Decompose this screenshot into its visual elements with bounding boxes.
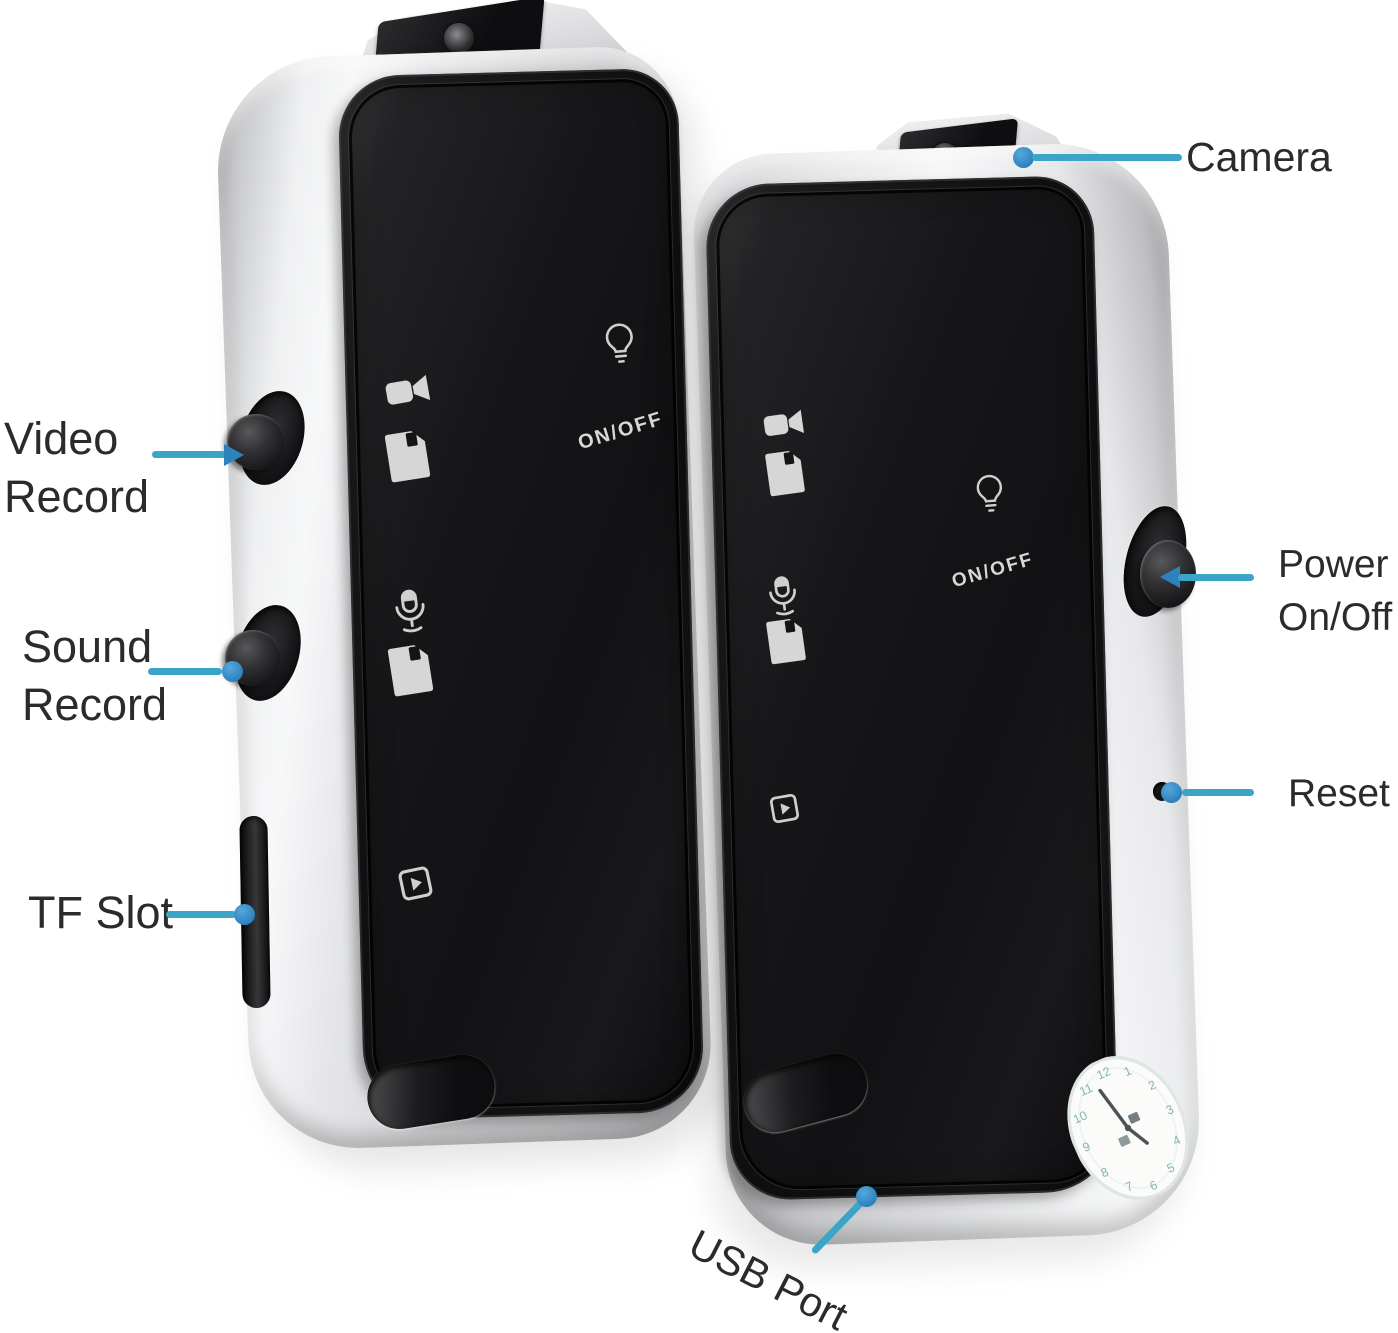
tf-slot-label: TF Slot bbox=[28, 887, 174, 938]
light-bulb-icon bbox=[601, 314, 638, 377]
video-record-label: Video Record bbox=[4, 410, 149, 526]
sound-record-label-line2: Record bbox=[22, 679, 168, 730]
reset-dot bbox=[1161, 782, 1182, 803]
sound-record-dot bbox=[222, 661, 243, 682]
microphone-icon bbox=[389, 582, 432, 648]
power-leader-line bbox=[1178, 574, 1254, 581]
save-icon bbox=[763, 614, 809, 667]
clock-number: 10 bbox=[1071, 1108, 1089, 1126]
power-arrow bbox=[1160, 566, 1180, 588]
camera-dot bbox=[1013, 147, 1034, 168]
playback-icon bbox=[769, 793, 800, 824]
device-right: 12 1 2 3 4 5 6 7 8 9 10 11 bbox=[691, 112, 1203, 1257]
sound-record-leader-line bbox=[148, 668, 222, 675]
reset-leader-line bbox=[1182, 789, 1254, 796]
camera-label: Camera bbox=[1186, 134, 1332, 180]
microphone-icon bbox=[764, 570, 803, 629]
device-face bbox=[704, 175, 1120, 1201]
sound-record-label: Sound Record bbox=[22, 618, 167, 734]
save-icon bbox=[384, 640, 437, 700]
clock-number: 11 bbox=[1077, 1081, 1095, 1099]
video-record-label-line2: Record bbox=[4, 471, 150, 522]
power-label: Power On/Off bbox=[1278, 538, 1392, 644]
light-bulb-icon bbox=[973, 467, 1008, 523]
camera-leader-line bbox=[1032, 154, 1182, 161]
usb-port-dot bbox=[856, 1186, 877, 1207]
video-camera-icon bbox=[761, 404, 807, 444]
camera-lens-icon bbox=[444, 23, 474, 53]
video-record-arrow bbox=[224, 444, 244, 466]
video-record-label-line1: Video bbox=[4, 413, 119, 464]
video-record-leader-line bbox=[152, 451, 226, 458]
power-label-line2: On/Off bbox=[1278, 596, 1393, 639]
reset-label: Reset bbox=[1288, 772, 1390, 815]
tf-slot-leader-line bbox=[166, 911, 236, 918]
sound-record-label-line1: Sound bbox=[22, 621, 153, 672]
video-camera-icon bbox=[382, 369, 434, 412]
power-label-line1: Power bbox=[1278, 543, 1389, 586]
clock-face: 12 1 2 3 4 5 6 7 8 9 10 11 bbox=[1046, 1037, 1210, 1219]
save-icon bbox=[762, 446, 808, 499]
device-left: ON/OFF bbox=[214, 0, 714, 1154]
clock-number: 12 bbox=[1094, 1064, 1112, 1082]
tf-slot-dot bbox=[234, 904, 255, 925]
playback-icon bbox=[397, 865, 434, 902]
save-icon bbox=[381, 426, 434, 486]
